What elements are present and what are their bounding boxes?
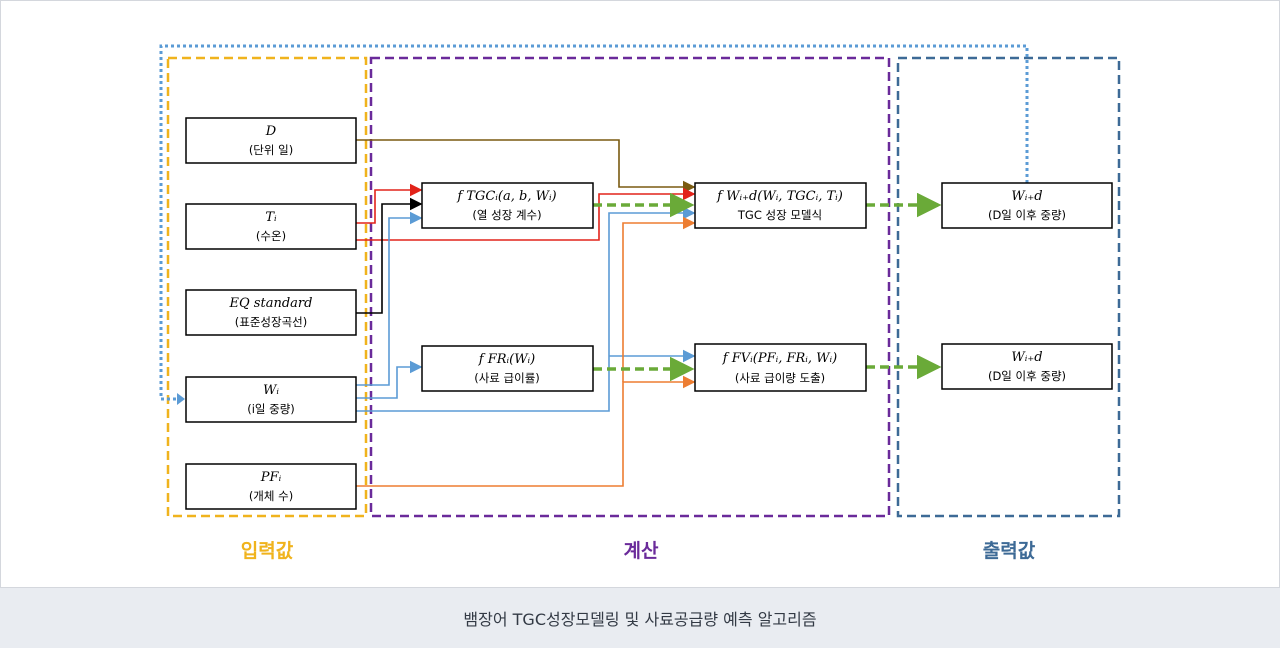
pf-to-fw-line xyxy=(622,216,696,382)
diagram-canvas: D (단위 일) Tᵢ (수온) EQ standard (표준성장곡선) Wᵢ… xyxy=(0,0,1280,588)
calc-fw-title: f Wᵢ₊d(Wᵢ, TGCᵢ, Tᵢ) xyxy=(716,189,843,204)
calc-box-fw: f Wᵢ₊d(Wᵢ, TGCᵢ, Tᵢ) TGC 성장 모델식 xyxy=(694,182,867,229)
output-1-title: Wᵢ₊d xyxy=(1011,189,1042,204)
output-2-subtitle: (D일 이후 중량) xyxy=(988,369,1066,383)
calc-region-frame xyxy=(369,56,891,518)
input-pf-title: PFᵢ xyxy=(260,470,282,485)
calc-region-label: 계산 xyxy=(624,540,659,562)
t-to-fw-line xyxy=(356,187,696,241)
input-pf-subtitle: (개체 수) xyxy=(249,489,293,503)
input-w-subtitle: (i일 중량) xyxy=(247,402,295,416)
w-to-ftgc-line xyxy=(356,211,423,386)
calc-ftgc-subtitle: (열 성장 계수) xyxy=(472,208,541,222)
calc-ffv-subtitle: (사료 급이량 도출) xyxy=(735,371,825,385)
input-w-title: Wᵢ xyxy=(263,383,279,398)
input-box-t: Tᵢ (수온) xyxy=(185,203,357,250)
d-to-fw-line xyxy=(356,139,696,194)
caption-bar: 뱀장어 TGC성장모델링 및 사료공급량 예측 알고리즘 xyxy=(0,588,1280,648)
output-region-label: 출력값 xyxy=(983,540,1036,562)
input-region-label: 입력값 xyxy=(241,540,294,562)
output-box-1: Wᵢ₊d (D일 이후 중량) xyxy=(941,182,1113,229)
w-to-fw-line xyxy=(356,206,696,412)
calc-ffr-title: f FRᵢ(Wᵢ) xyxy=(478,352,536,367)
input-box-w: Wᵢ (i일 중량) xyxy=(185,376,357,423)
calc-box-ffr: f FRᵢ(Wᵢ) (사료 급이률) xyxy=(421,345,594,392)
calc-ffr-subtitle: (사료 급이률) xyxy=(474,371,540,385)
input-eq-title: EQ standard xyxy=(229,296,313,311)
calc-ftgc-title: f TGCᵢ(a, b, Wᵢ) xyxy=(456,189,556,204)
output-region-frame xyxy=(896,56,1121,518)
calc-fw-subtitle: TGC 성장 모델식 xyxy=(737,208,822,222)
input-box-eq: EQ standard (표준성장곡선) xyxy=(185,289,357,336)
input-t-subtitle: (수온) xyxy=(256,229,286,243)
feedback-arrowhead xyxy=(177,393,185,405)
figure-caption: 뱀장어 TGC성장모델링 및 사료공급량 예측 알고리즘 xyxy=(463,610,817,629)
input-t-title: Tᵢ xyxy=(265,210,277,225)
pf-to-ffv-line xyxy=(356,375,696,487)
input-eq-subtitle: (표준성장곡선) xyxy=(235,315,307,329)
algorithm-diagram: D (단위 일) Tᵢ (수온) EQ standard (표준성장곡선) Wᵢ… xyxy=(159,44,1121,562)
input-d-subtitle: (단위 일) xyxy=(249,143,293,157)
t-to-ftgc-line xyxy=(356,183,423,224)
output-2-title: Wᵢ₊d xyxy=(1011,350,1042,365)
feedback-loop-line xyxy=(159,44,1029,401)
input-box-d: D (단위 일) xyxy=(185,117,357,164)
calc-box-ftgc: f TGCᵢ(a, b, Wᵢ) (열 성장 계수) xyxy=(421,182,594,229)
w-to-ffr-line xyxy=(356,360,423,399)
calc-box-ffv: f FVᵢ(PFᵢ, FRᵢ, Wᵢ) (사료 급이량 도출) xyxy=(694,343,867,392)
input-region-frame xyxy=(166,56,368,518)
output-box-2: Wᵢ₊d (D일 이후 중량) xyxy=(941,343,1113,390)
output-1-subtitle: (D일 이후 중량) xyxy=(988,208,1066,222)
input-box-pf: PFᵢ (개체 수) xyxy=(185,463,357,510)
calc-ffv-title: f FVᵢ(PFᵢ, FRᵢ, Wᵢ) xyxy=(722,351,837,366)
eq-to-ftgc-line xyxy=(356,197,423,314)
input-d-title: D xyxy=(265,124,277,139)
